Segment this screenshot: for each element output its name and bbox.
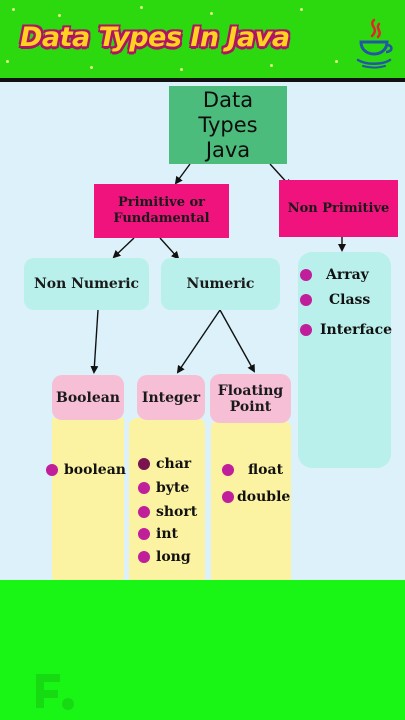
- integer-node: Integer: [137, 375, 205, 420]
- boolean-label: Boolean: [56, 389, 120, 406]
- numeric-label: Numeric: [186, 276, 255, 292]
- bullet-icon: [138, 482, 150, 494]
- list-item-label: short: [156, 504, 198, 520]
- list-item-label: char: [156, 456, 192, 472]
- list-item-label: boolean: [64, 462, 126, 478]
- sparkle: [6, 60, 9, 63]
- boolean-column: [52, 418, 124, 610]
- list-item: Interface: [300, 322, 392, 338]
- bullet-icon: [300, 269, 312, 281]
- bullet-icon: [222, 491, 234, 503]
- non-primitive-column: [298, 252, 391, 468]
- bullet-icon: [46, 464, 58, 476]
- integer-label: Integer: [141, 389, 201, 406]
- non-primitive-label: Non Primitive: [287, 200, 390, 216]
- bullet-icon: [138, 528, 150, 540]
- header-divider: [0, 78, 405, 82]
- boolean-node: Boolean: [52, 375, 124, 420]
- primitive-node: Primitive or Fundamental: [94, 184, 229, 238]
- bullet-icon: [300, 294, 312, 306]
- list-item: boolean: [46, 462, 126, 478]
- list-item-label: float: [248, 462, 284, 478]
- list-item: long: [138, 549, 191, 565]
- root-line: Data: [202, 87, 254, 112]
- sparkle: [90, 66, 93, 69]
- root-line: Java: [205, 137, 251, 162]
- non-numeric-label: Non Numeric: [33, 276, 140, 292]
- primitive-line: Primitive or: [117, 195, 206, 210]
- non-primitive-node: Non Primitive: [279, 180, 398, 237]
- page-title: Data Types In Java: [20, 22, 290, 53]
- sparkle: [335, 60, 338, 63]
- list-item-label: byte: [156, 480, 190, 496]
- sparkle: [300, 8, 303, 11]
- list-item: Array: [300, 267, 369, 283]
- root-line: Types: [198, 112, 258, 137]
- java-coffee-cup-icon: [356, 18, 393, 69]
- non-numeric-node: Non Numeric: [24, 258, 149, 310]
- bullet-icon: [138, 506, 150, 518]
- floating-point-node: Floating Point: [210, 374, 291, 423]
- sparkle: [270, 64, 273, 67]
- footer-area: [0, 580, 405, 720]
- sparkle: [58, 14, 61, 17]
- sparkle: [140, 6, 143, 9]
- sparkle: [180, 68, 183, 71]
- list-item-label: double: [237, 489, 291, 505]
- header-banner: Data Types In Java: [0, 0, 405, 80]
- bullet-icon: [300, 324, 312, 336]
- list-item: byte: [138, 480, 189, 496]
- root-node: Data Types Java: [169, 86, 287, 164]
- floating-line: Point: [229, 398, 272, 415]
- list-item: short: [138, 504, 197, 520]
- bullet-icon: [138, 551, 150, 563]
- floating-column: [211, 420, 291, 604]
- bullet-icon: [222, 464, 234, 476]
- watermark-icon: [36, 674, 74, 710]
- list-item-label: Array: [326, 267, 369, 283]
- sparkle: [12, 8, 15, 11]
- list-item: double: [222, 489, 290, 505]
- bullet-icon: [138, 458, 150, 470]
- list-item-label: long: [156, 549, 191, 565]
- list-item-label: Class: [329, 292, 371, 308]
- list-item-label: int: [156, 526, 178, 542]
- list-item: char: [138, 456, 191, 472]
- list-item: int: [138, 526, 178, 542]
- sparkle: [210, 12, 213, 15]
- list-item-label: Interface: [320, 322, 393, 338]
- primitive-line: Fundamental: [113, 211, 210, 226]
- list-item: Class: [300, 292, 370, 308]
- numeric-node: Numeric: [161, 258, 280, 310]
- list-item: float: [222, 462, 283, 478]
- floating-line: Floating: [217, 382, 284, 399]
